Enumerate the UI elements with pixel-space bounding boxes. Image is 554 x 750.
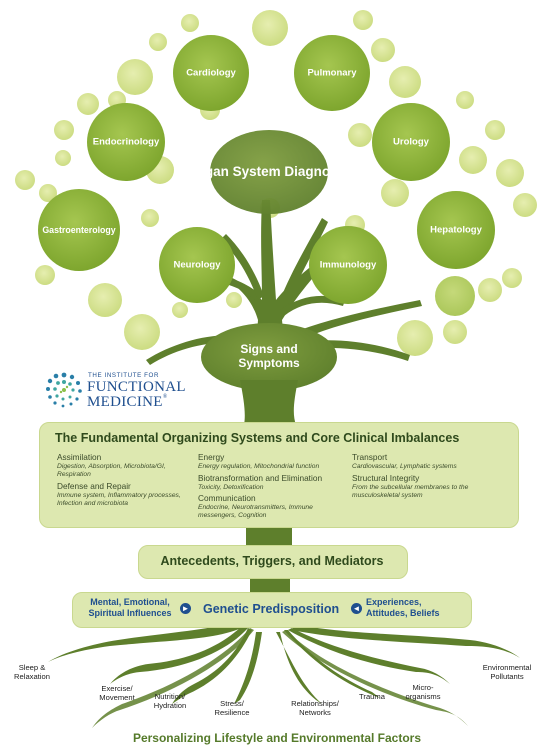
logo-line3-wrap: MEDICINE® bbox=[87, 394, 168, 411]
organ-circle bbox=[294, 35, 370, 111]
leaf bbox=[348, 123, 372, 147]
root-label-microorganisms: Micro- organisms bbox=[405, 683, 441, 702]
leaf bbox=[443, 320, 467, 344]
leaf bbox=[39, 184, 57, 202]
col2-head-2: Biotransformation and Elimination bbox=[198, 473, 323, 483]
organ-label-urology: Urology bbox=[393, 136, 429, 148]
genetic-right-label: Experiences, Attitudes, Beliefs bbox=[366, 597, 440, 619]
leaf bbox=[181, 14, 199, 32]
root-label-sleep: Sleep & Relaxation bbox=[14, 663, 50, 682]
trunk-segment bbox=[246, 528, 292, 546]
leaf bbox=[141, 209, 159, 227]
leaf bbox=[502, 268, 522, 288]
leaf bbox=[389, 66, 421, 98]
leaf bbox=[149, 33, 167, 51]
col2-detail-1: Energy regulation, Mitochondrial functio… bbox=[198, 463, 320, 470]
genetic-left-label: Mental, Emotional, Spiritual Influences bbox=[88, 597, 172, 619]
fundamental-systems-box bbox=[39, 422, 519, 528]
leaf bbox=[226, 292, 242, 308]
col1-head-1: Assimilation bbox=[57, 452, 102, 462]
organ-label-immunology: Immunology bbox=[319, 259, 377, 271]
organ-circles bbox=[38, 35, 495, 304]
organ-label-pulmonary: Pulmonary bbox=[307, 67, 357, 79]
col2-detail-3: Endocrine, Neurotransmitters, Immune mes… bbox=[198, 504, 313, 520]
organ-label-hepatology: Hepatology bbox=[430, 224, 482, 236]
root-label-environmental: Environmental Pollutants bbox=[482, 663, 532, 682]
leaf bbox=[54, 120, 74, 140]
ifm-logo-mark-icon bbox=[46, 372, 82, 408]
antecedents-label: Antecedents, Triggers, and Mediators bbox=[160, 554, 384, 568]
organ-circle bbox=[38, 189, 120, 271]
logo-line1: THE INSTITUTE FOR bbox=[88, 372, 160, 379]
antecedents-box bbox=[138, 545, 408, 579]
leaf bbox=[252, 10, 288, 46]
root-label-trauma: Trauma bbox=[359, 692, 385, 701]
leaf bbox=[117, 59, 153, 95]
leaf bbox=[456, 91, 474, 109]
leaf bbox=[478, 278, 502, 302]
organ-circle bbox=[372, 103, 450, 181]
leaf bbox=[124, 314, 160, 350]
logo-line2: FUNCTIONAL bbox=[87, 379, 186, 395]
leaf bbox=[172, 302, 188, 318]
leaf bbox=[353, 10, 373, 30]
signs-symptoms-ellipse bbox=[201, 323, 337, 391]
organ-system-diagnosis-ellipse bbox=[210, 130, 328, 214]
col2-head-3: Communication bbox=[198, 493, 256, 503]
col3-head-2: Structural Integrity bbox=[352, 473, 420, 483]
col1-detail-2: Immune system, Inflammatory processes, I… bbox=[57, 492, 181, 508]
signs-symptoms-label: Signs and Symptoms bbox=[238, 342, 300, 370]
leaf bbox=[513, 193, 537, 217]
leaf bbox=[459, 146, 487, 174]
leaf bbox=[77, 93, 99, 115]
trunk-segment bbox=[250, 578, 290, 592]
roots bbox=[48, 620, 520, 728]
organ-circle bbox=[309, 226, 387, 304]
ifm-logo: THE INSTITUTE FOR FUNCTIONAL MEDICINE® bbox=[44, 368, 194, 416]
col3-head-1: Transport bbox=[352, 452, 388, 462]
organ-circle bbox=[159, 227, 235, 303]
organ-label-cardiology: Cardiology bbox=[186, 67, 236, 79]
organ-circle bbox=[87, 103, 165, 181]
logo-reg: ® bbox=[162, 394, 168, 400]
col2-head-1: Energy bbox=[198, 452, 225, 462]
organ-circle bbox=[417, 191, 495, 269]
leaf bbox=[435, 276, 475, 316]
leaf bbox=[381, 179, 409, 207]
leaf bbox=[485, 120, 505, 140]
leaf bbox=[397, 320, 433, 356]
lower-trunk bbox=[240, 380, 298, 425]
col3-detail-1: Cardiovascular, Lymphatic systems bbox=[352, 463, 457, 470]
leaf bbox=[88, 283, 122, 317]
leaf bbox=[55, 150, 71, 166]
arrow-right-icon: ► bbox=[180, 603, 191, 614]
leaf bbox=[15, 170, 35, 190]
organ-circle bbox=[173, 35, 249, 111]
col1-detail-1: Digestion, Absorption, Microbiota/GI, Re… bbox=[57, 463, 166, 479]
leaf bbox=[496, 159, 524, 187]
root-label-stress: Stress/ Resilience bbox=[214, 699, 250, 718]
root-label-nutrition: Nutrition/ Hydration bbox=[153, 692, 187, 711]
col3-detail-2: From the subcellular membranes to the mu… bbox=[352, 484, 469, 500]
organ-label-neurology: Neurology bbox=[173, 259, 221, 271]
leaf bbox=[35, 265, 55, 285]
logo-line3: MEDICINE bbox=[87, 394, 163, 410]
arrow-left-icon: ◄ bbox=[351, 603, 362, 614]
footer-label: Personalizing Lifestyle and Environmenta… bbox=[132, 731, 422, 745]
col1-head-2: Defense and Repair bbox=[57, 481, 131, 491]
col2-detail-2: Toxicity, Detoxification bbox=[198, 484, 264, 491]
organ-label-endocrinology: Endocrinology bbox=[92, 136, 160, 148]
genetic-center-label: Genetic Predisposition bbox=[203, 602, 340, 616]
root-label-relationships: Relationships/ Networks bbox=[291, 699, 339, 718]
leaf bbox=[371, 38, 395, 62]
organ-system-diagnosis-label: Organ System Diagnosis bbox=[189, 164, 349, 180]
fundamental-title: The Fundamental Organizing Systems and C… bbox=[55, 431, 460, 445]
root-label-exercise: Exercise/ Movement bbox=[99, 684, 135, 703]
genetic-box bbox=[72, 592, 472, 628]
organ-label-gastroenterology: Gastroenterology bbox=[42, 225, 116, 235]
